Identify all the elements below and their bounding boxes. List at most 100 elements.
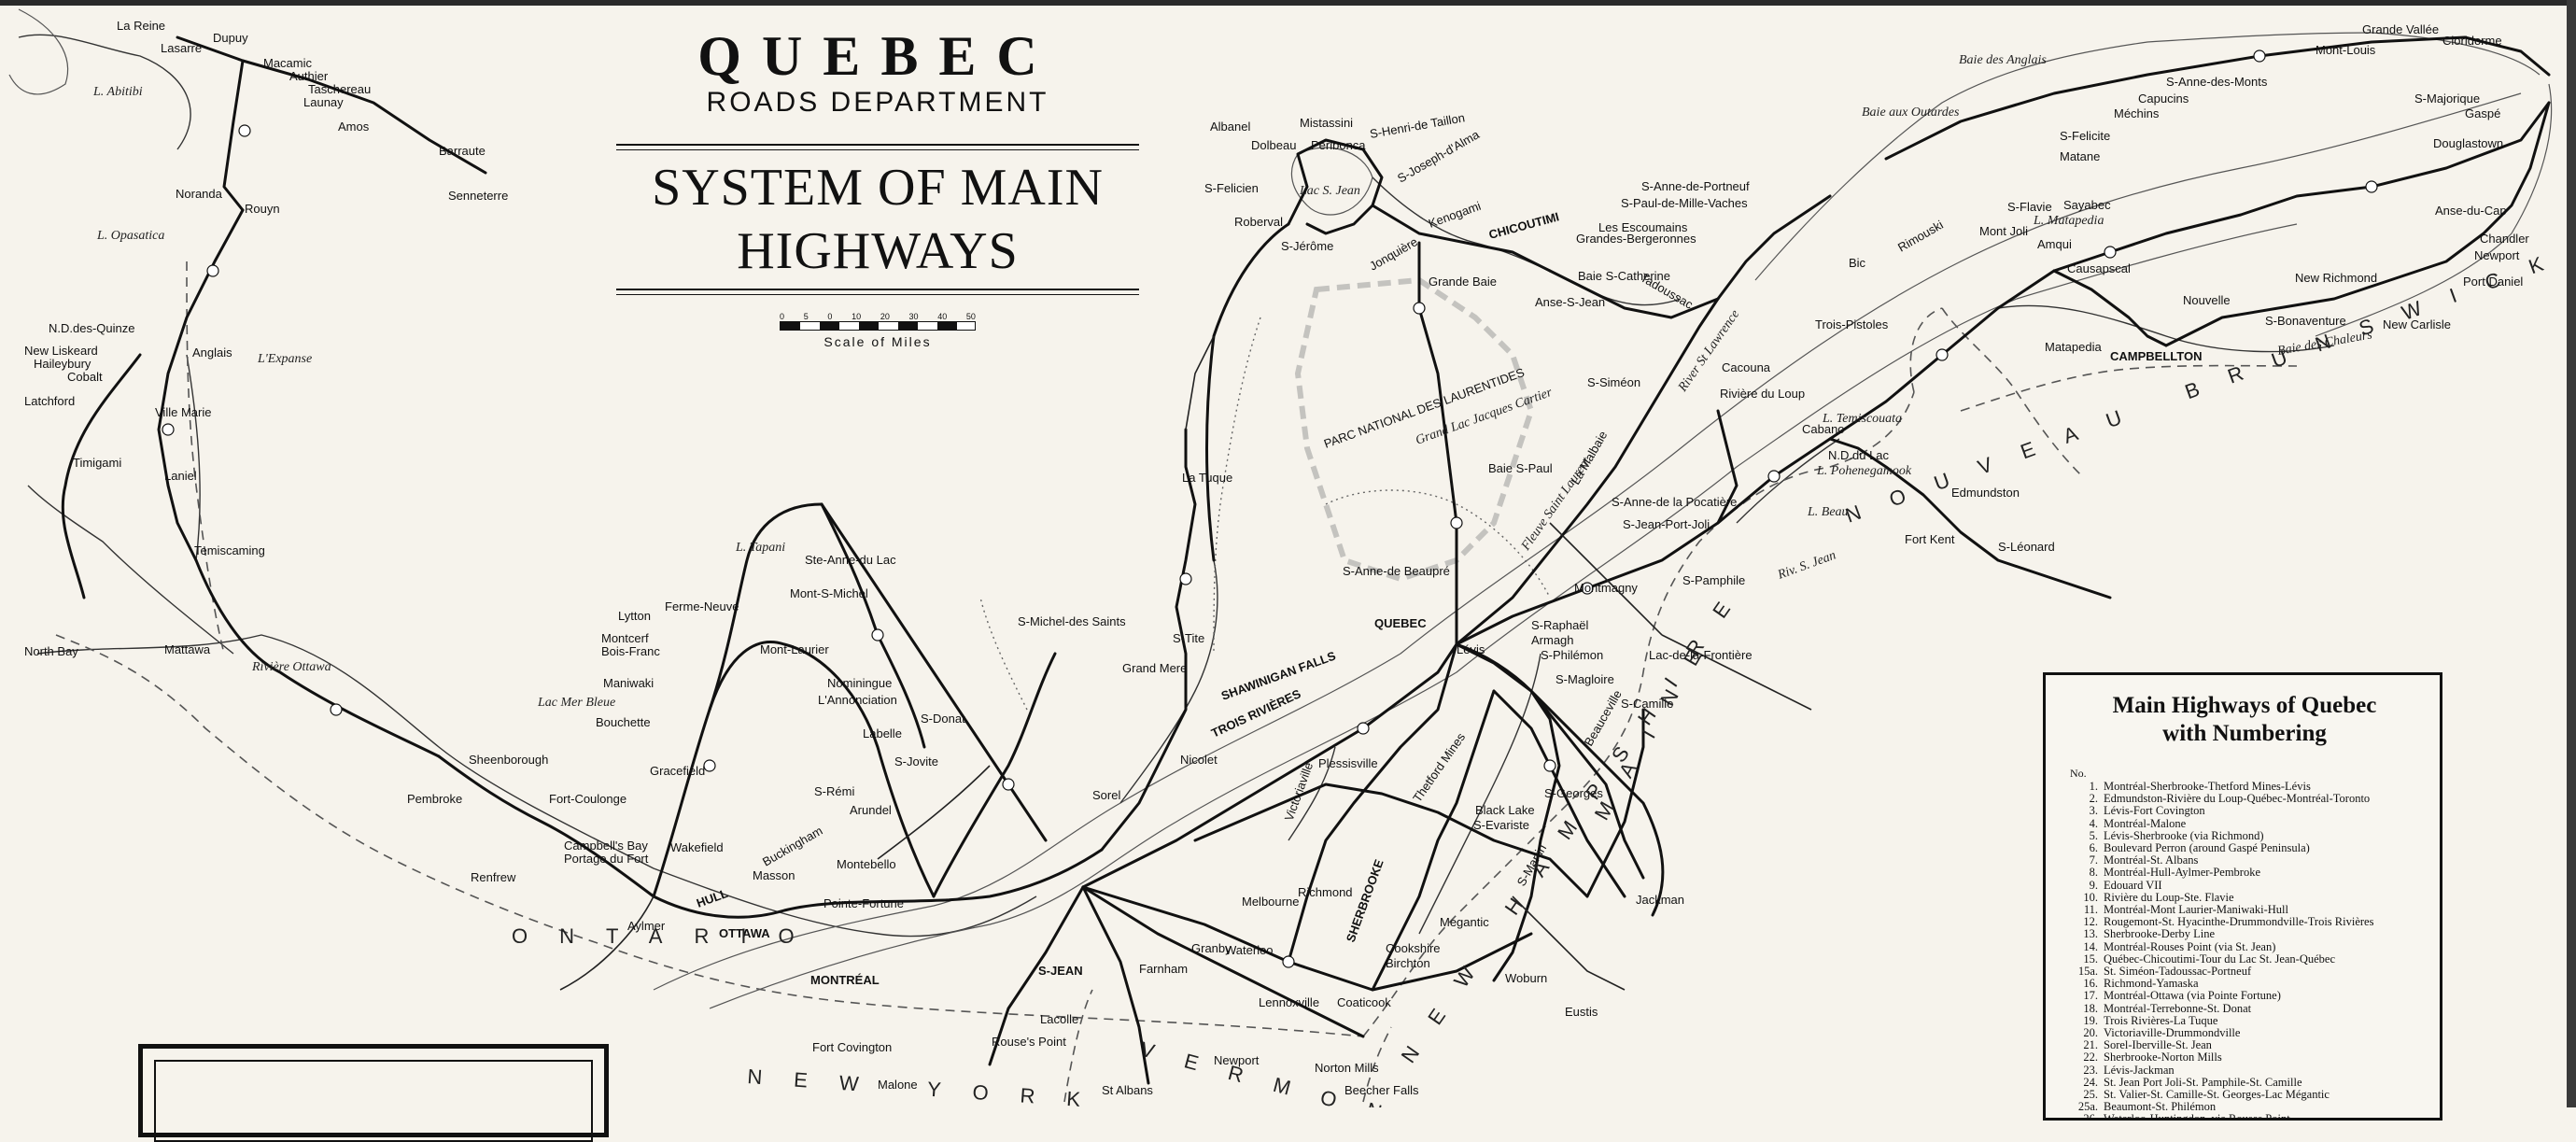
legend-item-text: Lévis-Jackman	[2104, 1063, 2175, 1077]
town-amqui: Amqui	[2037, 237, 2072, 251]
town-st-albans: St Albans	[1102, 1083, 1153, 1097]
route-shields	[162, 49, 2378, 968]
town-amos: Amos	[338, 120, 370, 134]
title-rule	[616, 294, 1139, 295]
legend-item-text: Québec-Chicoutimi-Tour du Lac St. Jean-Q…	[2104, 952, 2335, 966]
inset-inner-frame	[154, 1060, 593, 1142]
legend-item: 22.Sherbrooke-Norton Mills	[2070, 1051, 2419, 1064]
town-north-bay: North Bay	[24, 644, 78, 658]
legend-item-number: 6.	[2089, 841, 2098, 855]
legend-item-text: Trois Rivières-La Tuque	[2104, 1013, 2218, 1027]
town-rouses-point: Rouse's Point	[992, 1035, 1066, 1049]
legend-item: 19.Trois Rivières-La Tuque	[2070, 1013, 2419, 1027]
town-armagh: Armagh	[1531, 633, 1574, 647]
region-new-brunswick: NOUVEAU BRUNSWICK	[1842, 241, 2576, 527]
town-authier: Authier	[289, 69, 329, 83]
town-st-evariste: S-Evariste	[1473, 818, 1529, 832]
town-cookshire: Cookshire	[1386, 941, 1441, 955]
town-ste-felicite: S-Felicite	[2060, 129, 2110, 143]
top-edge	[0, 0, 2576, 6]
town-latchford: Latchford	[24, 394, 75, 408]
legend-item-number: 2.	[2089, 792, 2098, 806]
water-riviere-ottawa: Rivière Ottawa	[251, 660, 331, 674]
town-new-carlisle: New Carlisle	[2383, 317, 2451, 331]
town-portage-du-fort: Portage du Fort	[564, 852, 649, 866]
legend-item-text: Richmond-Yamaska	[2104, 977, 2199, 991]
legend-item-text: St. Siméon-Tadoussac-Portneuf	[2104, 965, 2252, 979]
town-st-jean-port-joli: S-Jean-Port-Joli	[1623, 517, 1710, 531]
town-jackman: Jackman	[1636, 893, 1684, 907]
borders	[55, 261, 2298, 1103]
legend-item-number: 13.	[2083, 927, 2098, 941]
town-buckingham: Buckingham	[760, 824, 824, 869]
town-peribonca: Peribonca	[1311, 138, 1366, 152]
town-ste-anne-des-monts: S-Anne-des-Monts	[2166, 75, 2268, 89]
town-newport-gaspe: Newport	[2474, 248, 2520, 262]
town-st-henri-de-taillon: S-Henri-de Taillon	[1369, 110, 1466, 141]
town-maniwaki: Maniwaki	[603, 676, 654, 690]
town-st-donat: S-Donat	[921, 712, 965, 726]
town-st-leonard: S-Léonard	[1998, 540, 2055, 554]
scale-tick: 10	[852, 312, 862, 321]
legend-item-number: 21.	[2083, 1038, 2098, 1052]
legend-item-number: 17.	[2083, 989, 2098, 1003]
legend-item-text: St. Jean Port Joli-St. Pamphile-St. Cami…	[2104, 1075, 2302, 1089]
town-sheenborough: Sheenborough	[469, 753, 548, 767]
town-granby: Granby	[1191, 941, 1232, 955]
town-temiscaming: Temiscaming	[194, 543, 265, 557]
right-edge	[2567, 0, 2576, 1107]
region-lac-jacques-cartier: Grand Lac Jacques Cartier	[1414, 386, 1555, 448]
scale-ticks: 0 5 0 10 20 30 40 50	[780, 312, 976, 321]
town-montebello: Montebello	[837, 857, 896, 871]
legend-item-text: Rougemont-St. Hyacinthe-Drummondville-Tr…	[2104, 915, 2374, 929]
map-title: QUEBEC	[697, 25, 1058, 87]
town-matane: Matane	[2060, 149, 2100, 163]
town-chicoutimi: CHICOUTIMI	[1487, 209, 1561, 241]
legend-item-number: 8.	[2089, 866, 2098, 880]
map-canvas: La Reine Dupuy Lasarre Macamic Authier T…	[8, 8, 2576, 1107]
town-capucins: Capucins	[2138, 92, 2189, 106]
town-ferme-neuve: Ferme-Neuve	[665, 599, 739, 613]
legend-item: 4.Montréal-Malone	[2070, 817, 2419, 830]
legend-item-number: 20.	[2083, 1026, 2098, 1040]
town-st-remi: S-Rémi	[814, 784, 854, 798]
town-gracefield: Gracefield	[650, 764, 705, 778]
legend-item-text: Boulevard Perron (around Gaspé Peninsula…	[2104, 841, 2310, 855]
legend-item-number: 11.	[2083, 903, 2098, 917]
legend-item-number: 9.	[2089, 878, 2098, 892]
water-baie-aux-outardes: Baie aux Outardes	[1862, 106, 1960, 120]
town-eustis: Eustis	[1565, 1005, 1598, 1019]
legend-item-number: 16.	[2083, 977, 2098, 991]
town-mont-laurier: Mont-Laurier	[760, 642, 829, 656]
town-riviere-du-loup: Rivière du Loup	[1720, 387, 1805, 401]
region-new-york: NEW YORK	[747, 1064, 1113, 1107]
town-campbells-bay: Campbell's Bay	[564, 839, 648, 853]
town-macamic: Macamic	[263, 56, 313, 70]
scale-graphic	[780, 321, 976, 331]
town-pointe-fortune: Pointe-Fortune	[823, 896, 904, 910]
secondary-roads	[559, 335, 1812, 991]
town-coaticook: Coaticook	[1337, 995, 1391, 1009]
town-st-simeon: S-Siméon	[1587, 375, 1640, 389]
map-subtitle: ROADS DEPARTMENT	[706, 87, 1049, 118]
water-lac-mer-bleue: Lac Mer Bleue	[537, 696, 615, 710]
water-riv-st-jean: Riv. S. Jean	[1775, 548, 1837, 583]
town-arundel: Arundel	[850, 803, 892, 817]
town-montreal: MONTRÉAL	[810, 973, 880, 987]
town-dupuy: Dupuy	[213, 31, 248, 45]
legend-item-text: Sherbrooke-Norton Mills	[2104, 1050, 2222, 1064]
legend-item-number: 15.	[2083, 952, 2098, 966]
town-st-georges: S-Georges	[1544, 786, 1603, 800]
legend-item-text: Montréal-Mont Laurier-Maniwaki-Hull	[2104, 903, 2288, 917]
water-l-tapani: L. Tapani	[735, 541, 785, 555]
town-st-felicien: S-Felicien	[1204, 181, 1259, 195]
legend-item: 12.Rougemont-St. Hyacinthe-Drummondville…	[2070, 916, 2419, 928]
town-woburn: Woburn	[1505, 971, 1547, 985]
town-waterloo: Waterloo	[1225, 943, 1274, 957]
legend-item-text: Edmundston-Rivière du Loup-Québec-Montré…	[2104, 792, 2371, 806]
town-rouyn: Rouyn	[245, 202, 280, 216]
legend-item-text: Montréal-Hull-Aylmer-Pembroke	[2104, 866, 2260, 880]
legend-item: 21.Sorel-Iberville-St. Jean	[2070, 1039, 2419, 1051]
legend-item-number: 15a.	[2077, 965, 2098, 979]
